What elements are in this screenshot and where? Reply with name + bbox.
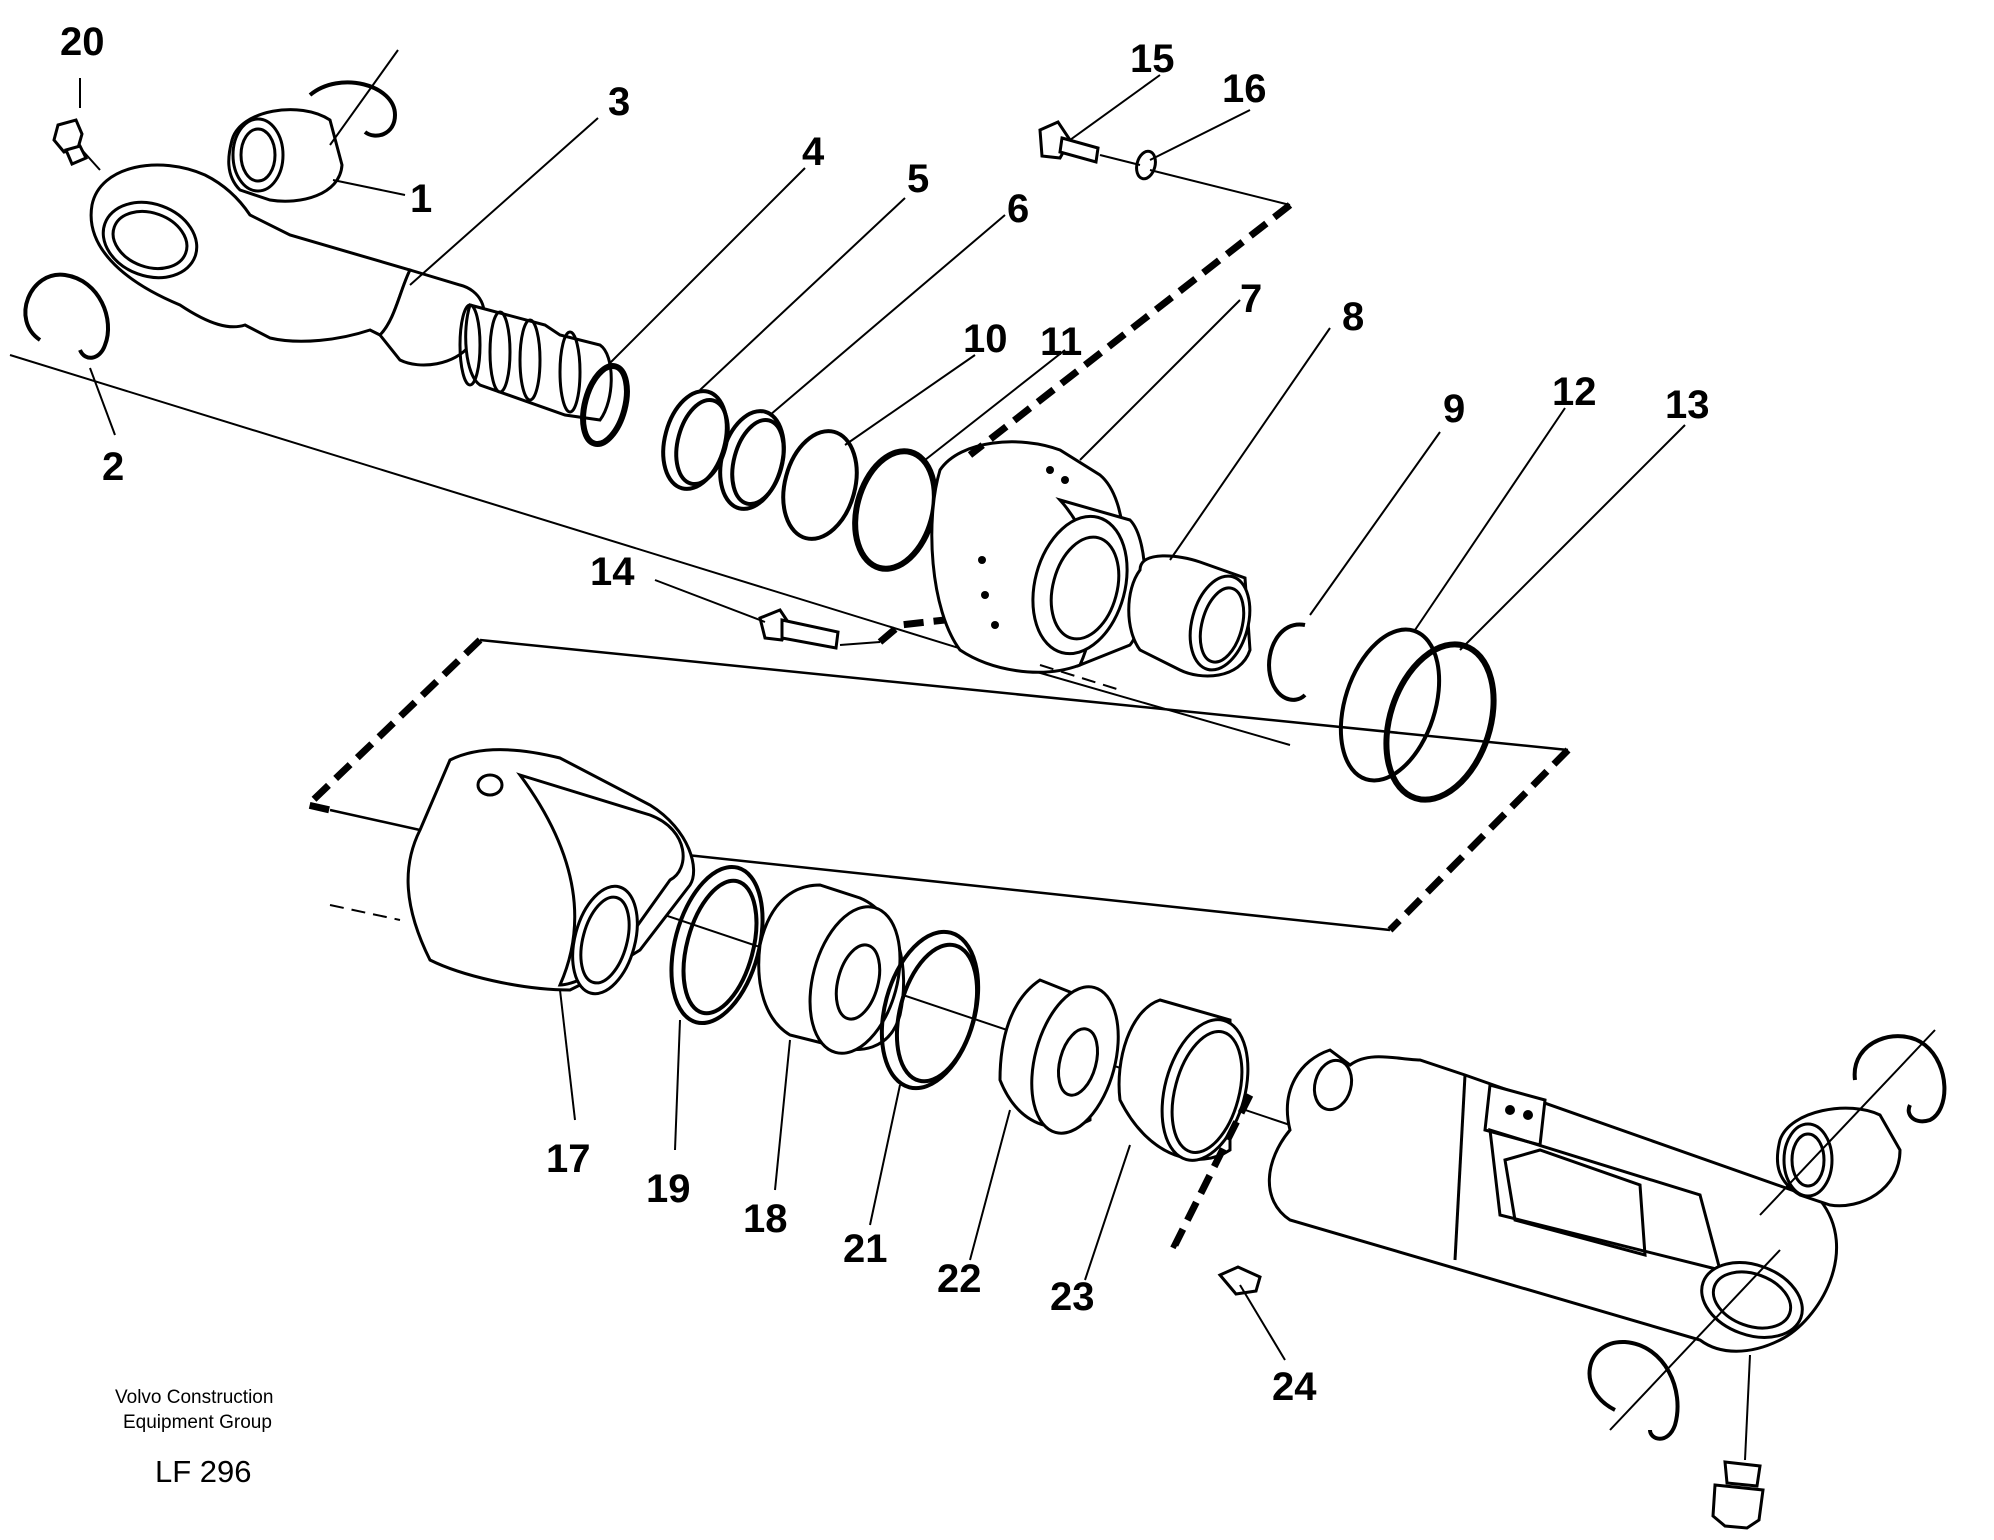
callout-20: 20 xyxy=(60,20,105,64)
retaining-ring-lower-right xyxy=(1852,1034,1947,1124)
cylinder-head xyxy=(930,440,1147,674)
callout-14: 14 xyxy=(590,550,635,594)
seal-5 xyxy=(661,389,730,491)
callout-24: 24 xyxy=(1272,1365,1317,1409)
tube-group-dashed-right xyxy=(1387,747,1571,933)
socket-screw-14 xyxy=(758,608,840,650)
bushing-23 xyxy=(1117,998,1250,1162)
callout-labels: 20 1 2 3 4 5 6 10 11 7 8 9 12 13 14 15 1… xyxy=(60,20,1710,1409)
footer: Volvo Construction Equipment Group LF 29… xyxy=(115,1387,273,1489)
guide-bushing xyxy=(1127,554,1252,678)
callout-1: 1 xyxy=(410,177,432,221)
seal-ring-4 xyxy=(580,363,630,447)
callout-17: 17 xyxy=(546,1137,591,1181)
ring-12 xyxy=(1338,627,1442,783)
callout-4: 4 xyxy=(802,130,825,174)
piston-rod xyxy=(89,163,613,422)
publisher-line-2: Equipment Group xyxy=(123,1412,272,1433)
callout-2: 2 xyxy=(102,445,124,489)
grease-nipple-bottom xyxy=(1711,1354,1765,1530)
drawing-code: LF 296 xyxy=(155,1454,252,1489)
piston-body-18 xyxy=(757,883,906,1055)
head-group-dashed-lower xyxy=(877,616,946,645)
callout-7: 7 xyxy=(1240,277,1262,321)
retaining-ring-upper-right xyxy=(308,80,398,138)
callout-6: 6 xyxy=(1007,187,1029,231)
spherical-bearing-top xyxy=(227,108,344,203)
piston-rod-assembly xyxy=(9,49,1497,803)
callout-11: 11 xyxy=(1040,320,1082,364)
o-ring-13 xyxy=(1383,641,1497,803)
publisher-line-1: Volvo Construction xyxy=(115,1387,273,1408)
cylinder-tube-assembly xyxy=(300,637,1947,1530)
washer-16 xyxy=(1135,149,1157,181)
callout-13: 13 xyxy=(1665,383,1710,427)
retaining-ring-lower-left xyxy=(1587,1339,1680,1441)
callout-8: 8 xyxy=(1342,295,1364,339)
spherical-bearing-bottom xyxy=(1775,1106,1902,1208)
cylinder-tube xyxy=(1267,1048,1839,1353)
callout-23: 23 xyxy=(1050,1275,1095,1319)
piston-17 xyxy=(406,748,696,996)
callout-10: 10 xyxy=(963,317,1008,361)
callout-9: 9 xyxy=(1443,387,1465,431)
seal-21 xyxy=(879,929,981,1091)
head-group-dashed-outline xyxy=(967,202,1293,458)
screw-15 xyxy=(1038,120,1100,164)
callout-16: 16 xyxy=(1222,67,1267,111)
grease-nipple-top xyxy=(52,118,101,171)
screw-24-dashed-line xyxy=(1170,1093,1254,1254)
snap-ring-9 xyxy=(1267,622,1307,702)
callout-5: 5 xyxy=(907,157,929,201)
retaining-ring-upper-left xyxy=(23,272,111,360)
callout-15: 15 xyxy=(1130,37,1175,81)
set-screw-24 xyxy=(1217,1265,1262,1296)
seal-ring-10 xyxy=(781,429,859,541)
seal-6 xyxy=(718,409,786,511)
callout-19: 19 xyxy=(646,1167,691,1211)
callout-22: 22 xyxy=(937,1257,982,1301)
tube-group-dashed-outline xyxy=(300,637,483,814)
callout-3: 3 xyxy=(608,80,630,124)
callout-12: 12 xyxy=(1552,370,1597,414)
callout-18: 18 xyxy=(743,1197,788,1241)
leader-lines xyxy=(79,74,1686,1361)
guide-ring-22 xyxy=(998,978,1120,1135)
callout-21: 21 xyxy=(843,1227,888,1271)
